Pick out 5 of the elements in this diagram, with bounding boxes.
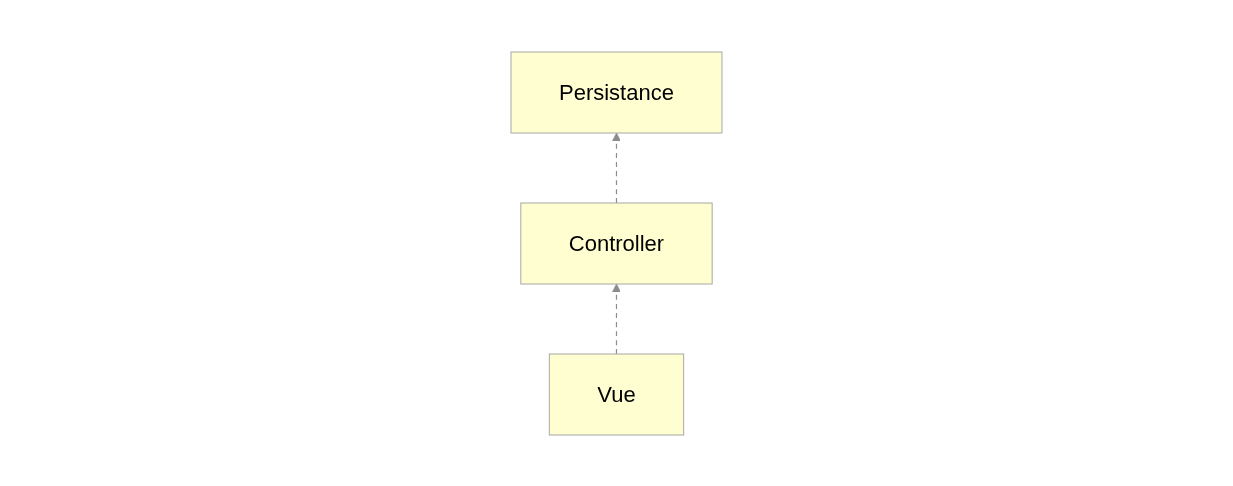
arrow: [612, 132, 621, 204]
node-box: Controller: [520, 202, 713, 284]
arrow: [612, 283, 621, 355]
node-box: Persistance: [510, 51, 723, 133]
node-box: Vue: [548, 353, 685, 435]
